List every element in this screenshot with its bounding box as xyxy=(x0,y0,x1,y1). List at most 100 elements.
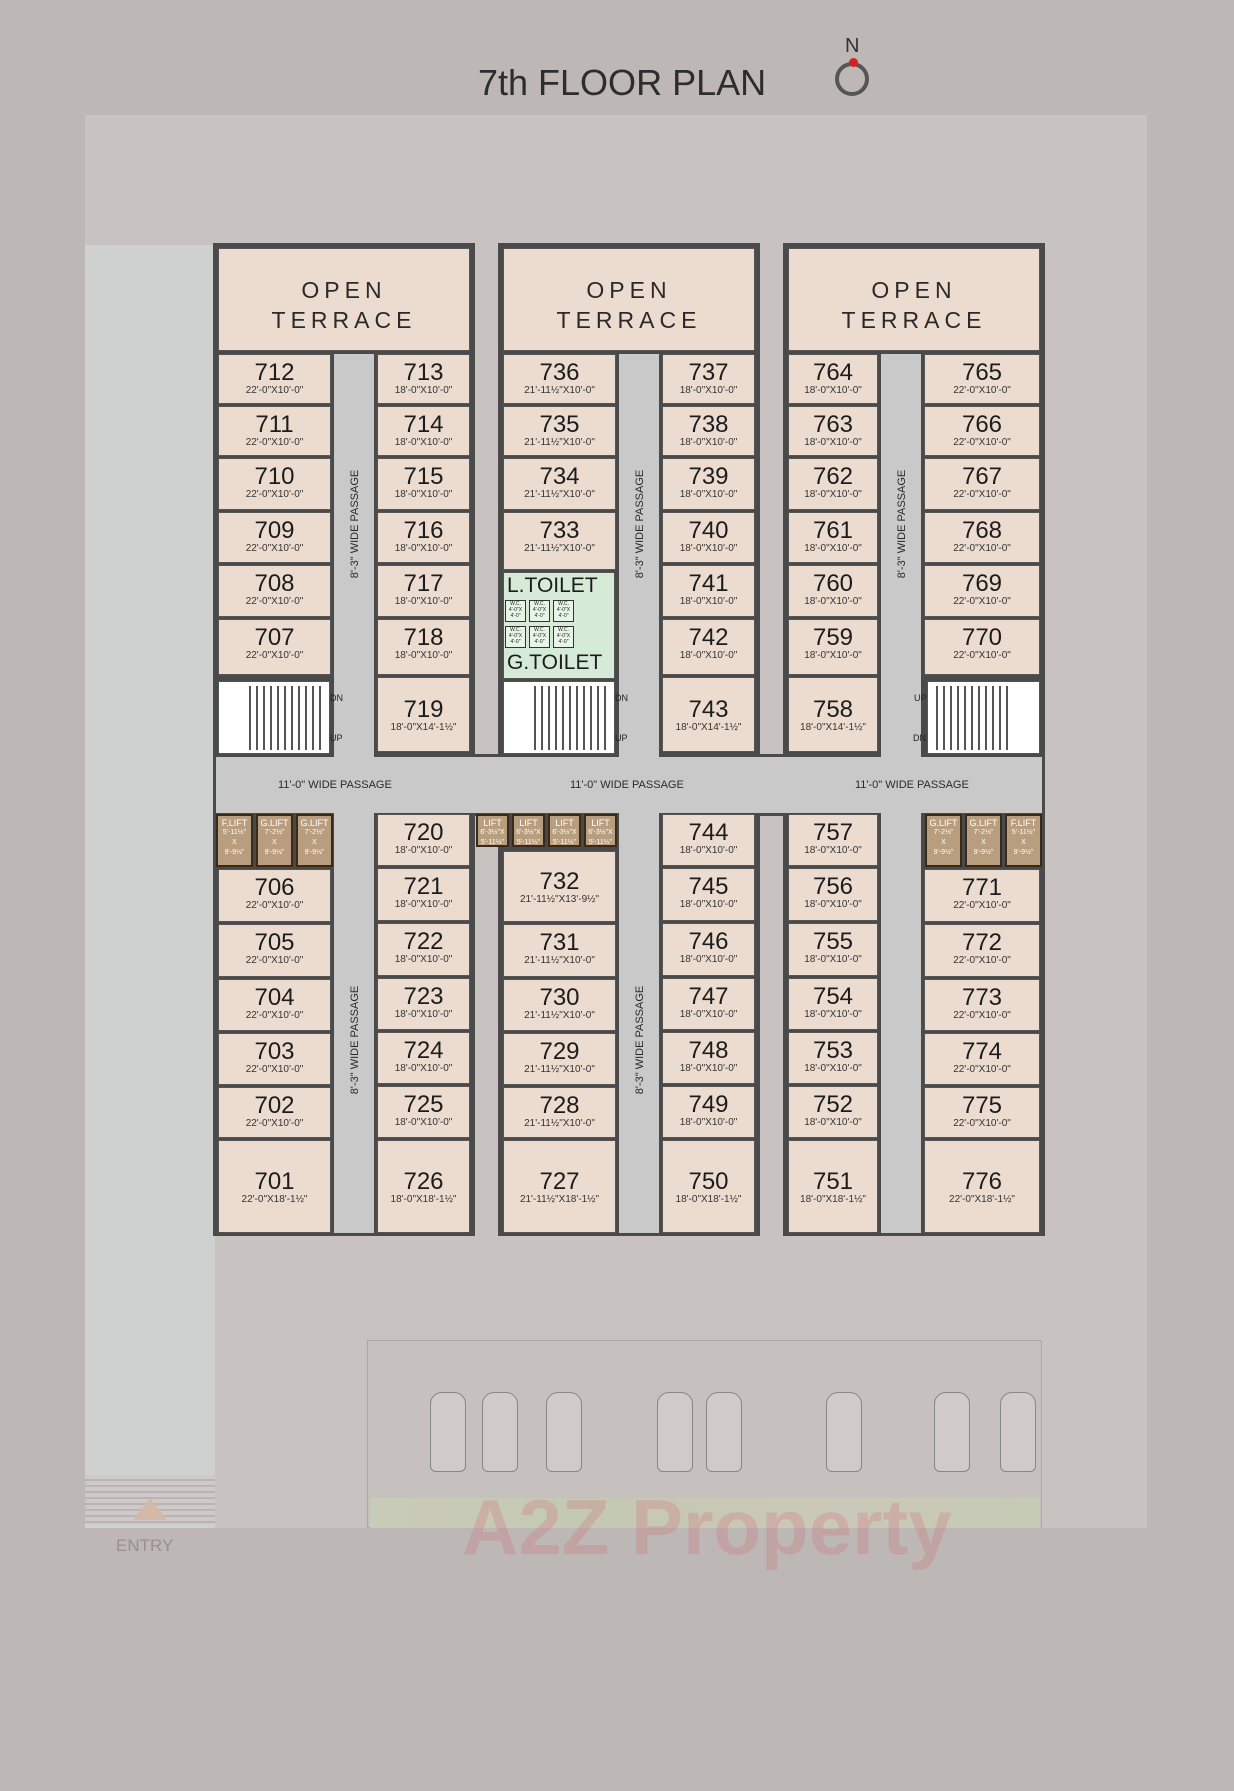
unit-number: 718 xyxy=(403,624,444,651)
wc-label: W.C. xyxy=(534,627,545,633)
lift-dim: 5'-11½" xyxy=(1011,829,1036,836)
lift-name: F.LIFT xyxy=(221,818,248,828)
unit-dimension: 18'-0"X14'-1½" xyxy=(390,721,457,733)
unit-dimension: 21'-11½"X13'-9½" xyxy=(519,893,600,905)
unit-number: 763 xyxy=(812,411,854,438)
unit-number: 715 xyxy=(403,463,444,490)
car-icon xyxy=(546,1392,582,1472)
unit-dimension: 18'-0"X10'-0" xyxy=(679,1063,738,1074)
unit-dimension: 18'-0"X10'-0" xyxy=(679,1009,738,1020)
unit-dimension: 18'-0"X10'-0" xyxy=(394,899,453,910)
unit-dimension: 18'-0"X10'-0" xyxy=(804,543,862,554)
unit-dimension: 18'-0"X10'-0" xyxy=(804,596,862,607)
unit-number: 747 xyxy=(688,983,729,1010)
toilet-block xyxy=(503,572,615,679)
unit-number: 711 xyxy=(255,411,294,438)
wc-cubicle: W.C.4'-0"X 4'-0" xyxy=(529,600,550,622)
staircase-a xyxy=(218,681,330,754)
compass-north-dot xyxy=(849,58,858,67)
unit-dimension: 18'-0"X10'-0" xyxy=(679,954,738,965)
unit-number: 764 xyxy=(812,359,854,386)
